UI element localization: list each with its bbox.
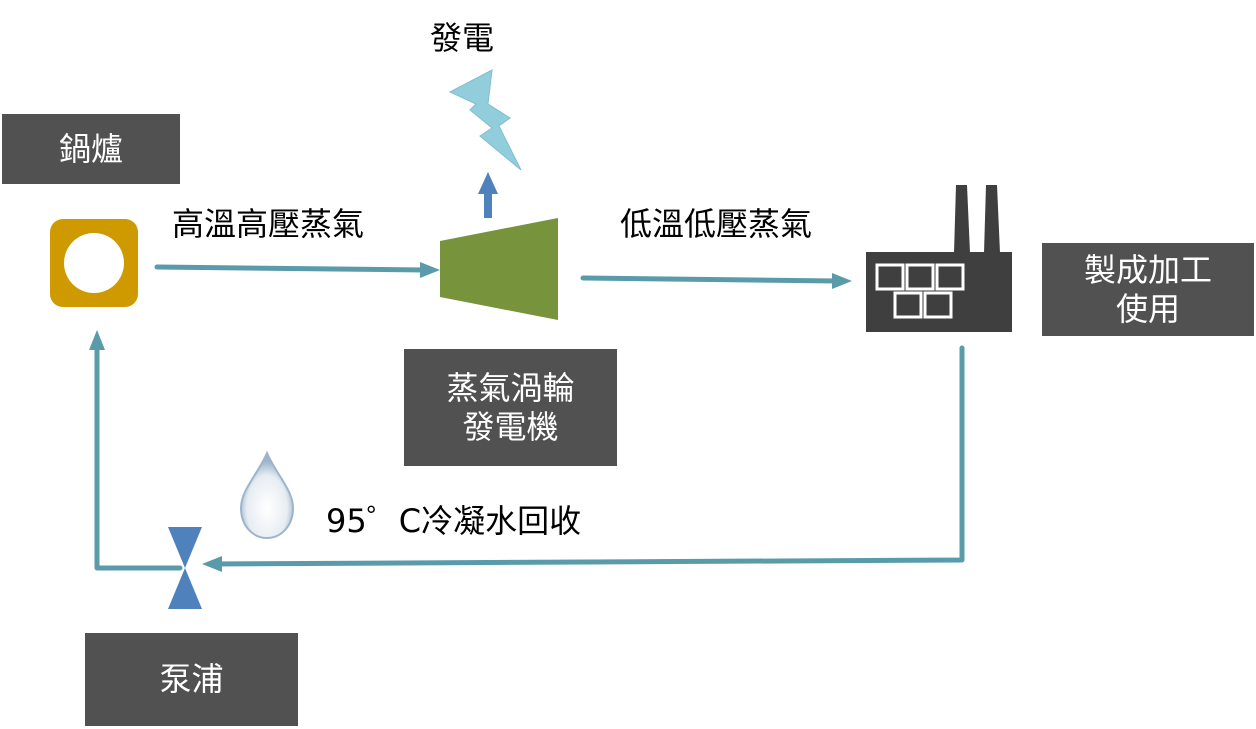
water-drop-icon (239, 450, 295, 540)
low-steam-label: 低溫低壓蒸氣 (620, 205, 813, 243)
flow-line-high-steam (154, 262, 440, 278)
power-label: 發電 (430, 19, 495, 57)
flow-line-pump-to-boiler (89, 330, 183, 571)
valve-icon (168, 527, 202, 609)
pump-box: 泵浦 (85, 633, 298, 726)
lightning-icon (448, 69, 522, 171)
boiler-icon (50, 219, 138, 307)
flow-line-condensate-return (202, 345, 965, 572)
turbine-icon (440, 218, 558, 320)
arrow-head-icon (420, 262, 440, 278)
arrow-head-icon (832, 273, 852, 289)
turbine-label-line2: 發電機 (462, 407, 559, 446)
arrow-head-icon (202, 556, 222, 572)
process-box: 製成加工 使用 (1042, 243, 1254, 336)
boiler-box: 鍋爐 (2, 114, 180, 184)
high-steam-label: 高溫高壓蒸氣 (172, 205, 365, 243)
turbine-box: 蒸氣渦輪 發電機 (404, 349, 617, 466)
condensate-label: 95゜C冷凝水回收 (326, 502, 582, 540)
turbine-label-line1: 蒸氣渦輪 (446, 369, 575, 408)
factory-icon (866, 185, 1012, 332)
flow-line-low-steam (580, 273, 852, 289)
process-label-line2: 使用 (1115, 289, 1180, 328)
pump-label: 泵浦 (159, 660, 224, 699)
arrow-head-icon (89, 330, 105, 350)
up-arrow-icon (478, 172, 498, 218)
process-label-line1: 製成加工 (1083, 251, 1212, 290)
boiler-label: 鍋爐 (58, 129, 123, 168)
